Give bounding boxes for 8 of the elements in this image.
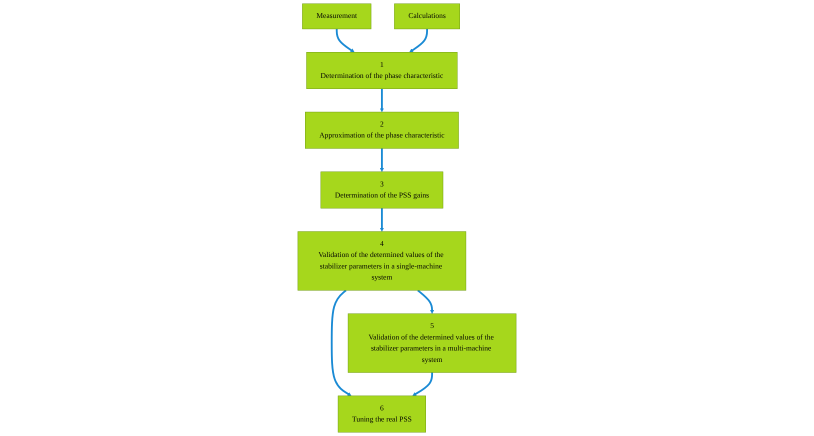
arrow: [380, 208, 384, 232]
arrow: [330, 290, 352, 396]
arrow: [380, 148, 384, 172]
arrow: [417, 290, 434, 314]
arrow: [336, 28, 355, 52]
arrow: [380, 88, 384, 112]
arrow: [412, 372, 434, 396]
arrow: [409, 28, 428, 52]
